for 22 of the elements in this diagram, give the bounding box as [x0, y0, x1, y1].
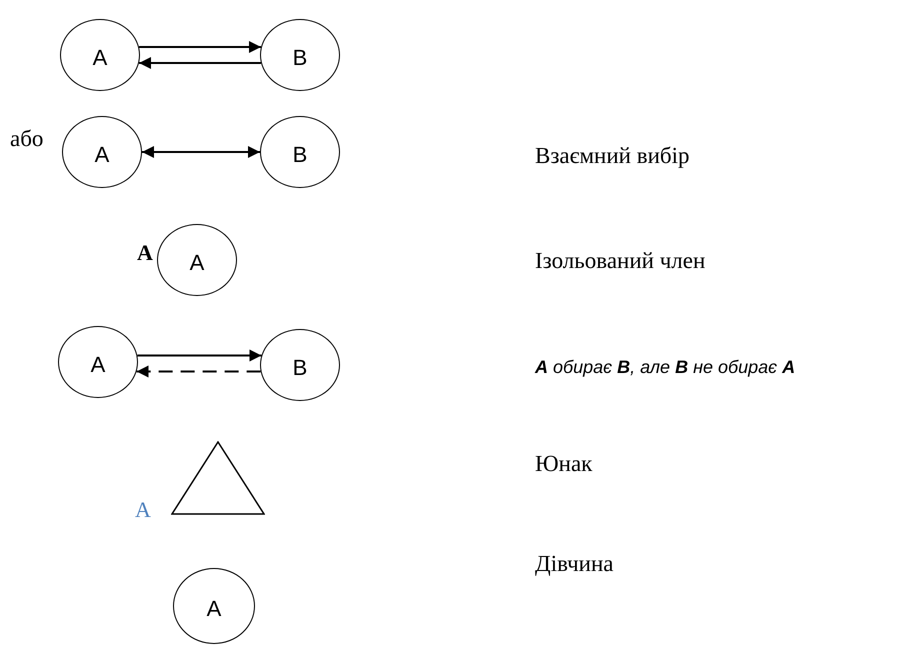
person-circle: A [157, 224, 237, 296]
person-circle: A [173, 568, 255, 644]
legend-description: Взаємний вибір [535, 143, 690, 169]
legend-description: Юнак [535, 451, 592, 477]
person-circle: A [62, 116, 142, 188]
node-caption: A [137, 240, 153, 266]
legend-description: Ізольований член [535, 248, 706, 274]
arrow [142, 146, 260, 158]
legend-description: Дівчина [535, 551, 614, 577]
connector-word: або [10, 126, 44, 152]
arrow [137, 350, 262, 362]
person-circle: B [260, 116, 340, 188]
arrow [139, 57, 261, 69]
legend-description: A обирає B, але B не обирає A [535, 357, 796, 378]
person-circle: B [260, 329, 340, 401]
arrow [136, 366, 261, 378]
arrow [139, 41, 261, 53]
person-circle: B [260, 19, 340, 91]
person-circle: A [60, 19, 140, 91]
person-circle: A [58, 326, 138, 398]
triangle-symbol [171, 441, 265, 515]
node-caption: A [135, 497, 151, 523]
